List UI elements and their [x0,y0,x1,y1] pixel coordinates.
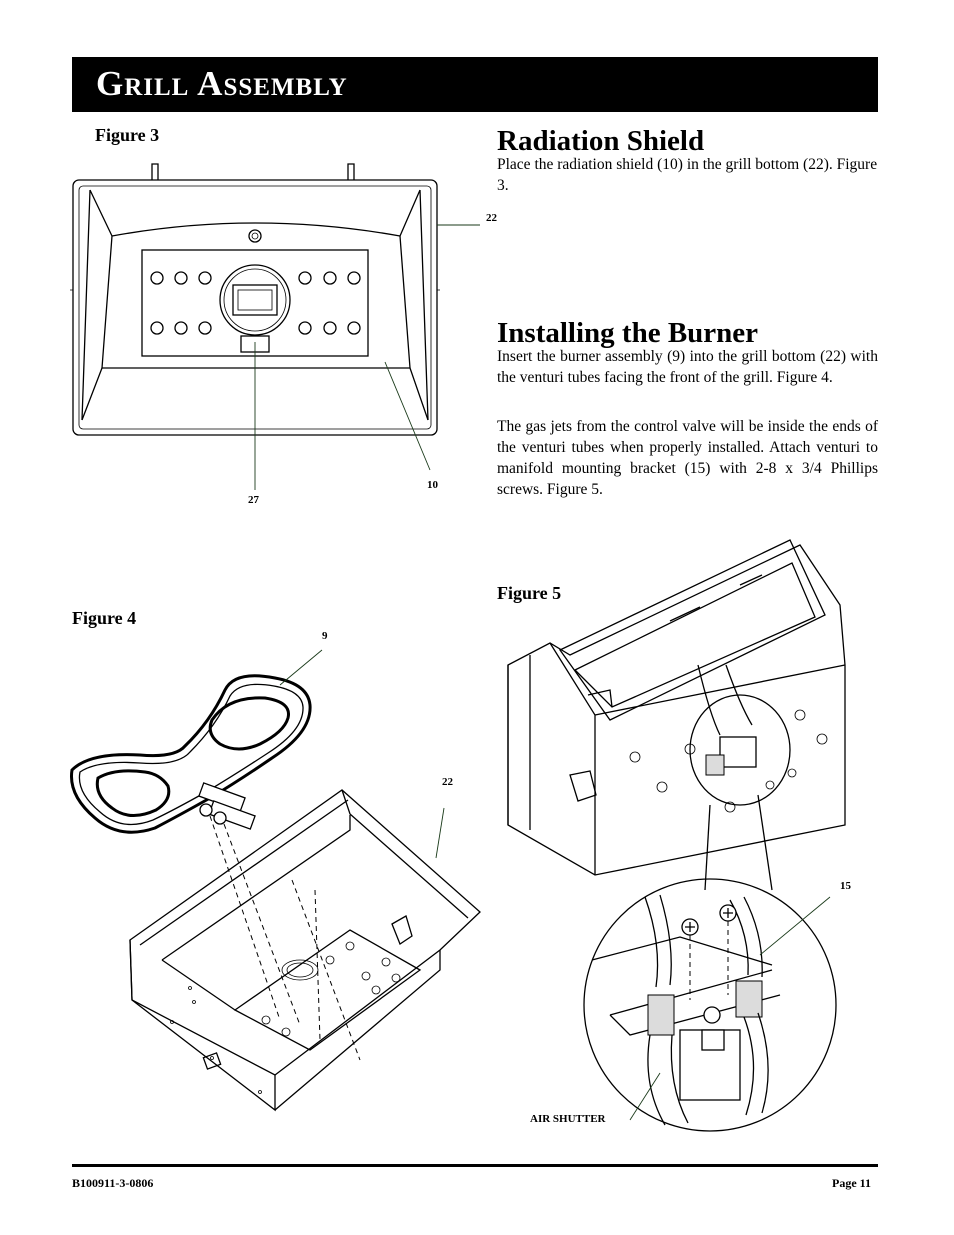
radiation-shield-heading: Radiation Shield [497,125,705,157]
figure-4-callout-9: 9 [322,630,328,642]
radiation-shield-text: Place the radiation shield (10) in the g… [497,156,878,194]
header-bar [72,57,878,112]
installing-burner-paragraph-2: The gas jets from the control valve will… [497,418,878,498]
figure-3-drawing [70,163,480,490]
page-title: Grill Assembly [96,64,348,103]
installing-burner-paragraph-1: Insert the burner assembly (9) into the … [497,348,878,386]
figure-3-callout-10: 10 [427,479,438,491]
figure-5-callout-15: 15 [840,880,851,892]
figure-3-callout-27: 27 [248,494,259,506]
footer-doc-number: B100911-3-0806 [72,1176,154,1190]
footer-page-number: Page 11 [832,1176,871,1190]
figure-5-callout-air-shutter: AIR SHUTTER [530,1113,606,1125]
installing-burner-heading: Installing the Burner [497,317,759,349]
figure-3-callout-22: 22 [486,212,497,224]
figure-4-label: Figure 4 [72,608,137,628]
footer-rule [72,1164,878,1167]
figure-4-drawing [69,649,481,1112]
figure-5-label: Figure 5 [497,583,562,603]
figure-5-drawing [507,539,846,1132]
figure-4-callout-22: 22 [442,776,453,788]
figure-3-label: Figure 3 [95,125,160,145]
